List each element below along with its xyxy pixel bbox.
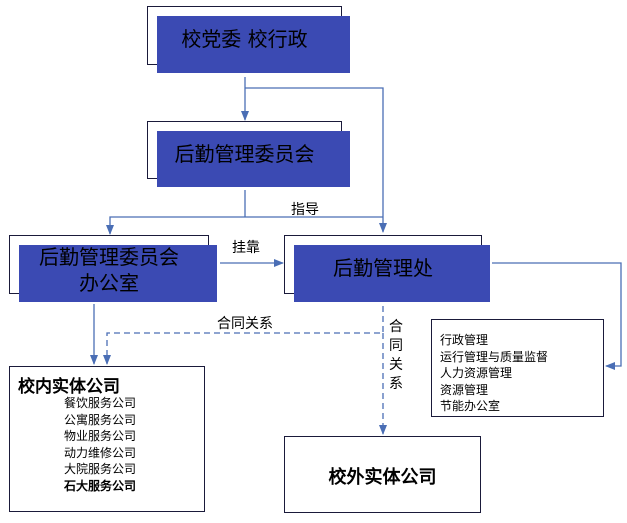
edge-label-attached: 挂靠	[232, 240, 260, 256]
node-committee-office: 后勤管理委员会 办公室	[9, 235, 217, 302]
node-department-functions: 行政管理 运行管理与质量监督 人力资源管理 资源管理 节能办公室	[431, 319, 604, 417]
list-item: 资源管理	[440, 382, 489, 397]
contract-char: 系	[389, 376, 403, 392]
edge-committee-to-office	[106, 216, 245, 235]
list-item: 餐饮服务公司	[64, 396, 137, 410]
list-item: 节能办公室	[440, 399, 501, 413]
contract-char: 合	[389, 319, 403, 335]
list-item: 物业服务公司	[64, 429, 137, 443]
list-item: 人力资源管理	[440, 366, 513, 380]
node-external-companies: 校外实体公司	[284, 436, 481, 513]
functions-list: 行政管理 运行管理与质量监督 人力资源管理 资源管理 节能办公室	[440, 332, 548, 415]
node-label: 校党委 校行政	[181, 27, 308, 51]
edge-top-to-dept	[245, 87, 387, 233]
node-internal-companies: 校内实体公司 餐饮服务公司 公寓服务公司 物业服务公司 动力维修公司 大院服务公…	[9, 366, 205, 512]
internal-companies-list: 餐饮服务公司 公寓服务公司 物业服务公司 动力维修公司 大院服务公司 石大服务公…	[64, 395, 136, 494]
list-item: 石大服务公司	[64, 478, 137, 493]
node-party-committee-administration: 校党委 校行政	[147, 6, 350, 73]
node-label-line1: 后勤管理委员会	[39, 245, 179, 269]
contract-char: 关	[389, 357, 403, 373]
node-logistics-department: 后勤管理处	[284, 235, 490, 302]
node-logistics-committee: 后勤管理委员会	[147, 121, 350, 187]
node-label-line2: 办公室	[79, 271, 139, 295]
list-item: 动力维修公司	[64, 445, 137, 460]
edge-label-guide: 指导	[291, 202, 319, 218]
internal-companies-title: 校内实体公司	[18, 377, 120, 397]
node-label: 校外实体公司	[328, 467, 437, 488]
edge-dept-to-functions	[492, 262, 622, 370]
list-item: 公寓服务公司	[64, 412, 137, 427]
edge-label-contract-vertical: 合 同 关 系	[388, 318, 404, 394]
contract-char: 同	[389, 338, 403, 354]
edge-label-contract-horizontal: 合同关系	[217, 316, 273, 332]
edge-dept-to-internal-dashed	[103, 306, 384, 365]
list-item: 大院服务公司	[64, 462, 137, 476]
node-label: 后勤管理处	[333, 256, 433, 280]
list-item: 运行管理与质量监督	[440, 349, 549, 364]
list-item: 行政管理	[440, 333, 489, 347]
node-label: 后勤管理委员会	[174, 142, 315, 166]
